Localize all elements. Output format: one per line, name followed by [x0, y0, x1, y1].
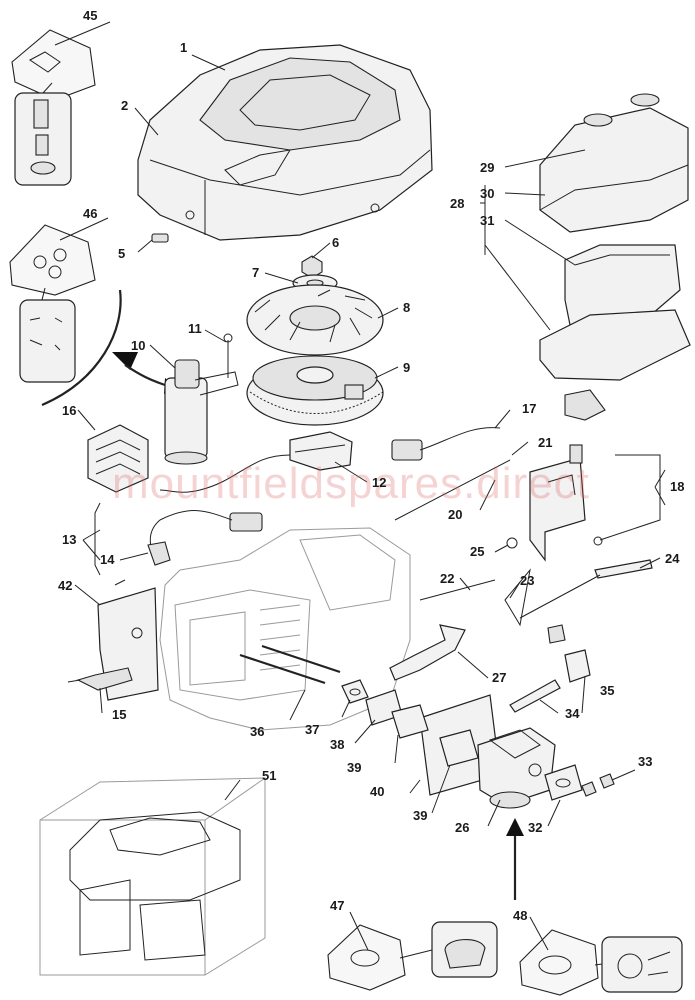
callout-6: 6 [332, 235, 339, 250]
callout-10: 10 [131, 338, 145, 353]
callout-45: 45 [83, 8, 97, 23]
complete-engine-box [39, 777, 266, 976]
direction-arrow-up [506, 818, 524, 900]
callout-31: 31 [480, 213, 494, 228]
kit-47 [327, 921, 498, 991]
flywheel-fan [246, 284, 384, 356]
callout-12: 12 [372, 475, 386, 490]
fuel-filter-hose [509, 624, 591, 713]
callout-47: 47 [330, 898, 344, 913]
kit-45 [11, 29, 96, 186]
callout-40: 40 [370, 784, 384, 799]
kit-48 [519, 929, 683, 996]
watermark-text: mountfieldspares.direct [112, 459, 590, 508]
callout-17: 17 [522, 401, 536, 416]
callout-29: 29 [480, 160, 494, 175]
callout-20: 20 [448, 507, 462, 522]
callout-5: 5 [118, 246, 125, 261]
callout-37: 37 [305, 722, 319, 737]
callout-48: 48 [513, 908, 527, 923]
callout-23: 23 [520, 573, 534, 588]
callout-16: 16 [62, 403, 76, 418]
callout-38: 38 [330, 737, 344, 752]
carb-gasket-nuts [544, 764, 615, 801]
callout-35: 35 [600, 683, 614, 698]
bracket-spark-plug [67, 579, 159, 701]
ignition-coil [159, 431, 353, 493]
callout-34: 34 [565, 706, 580, 721]
flywheel [246, 355, 384, 426]
callout-15: 15 [112, 707, 126, 722]
leader-lines [54, 21, 666, 951]
callout-26: 26 [455, 820, 469, 835]
callout-14: 14 [100, 552, 115, 567]
callout-36: 36 [250, 724, 264, 739]
callout-33: 33 [638, 754, 652, 769]
studs [239, 644, 341, 685]
screw-5 [137, 233, 169, 253]
callout-9: 9 [403, 360, 410, 375]
air-filter-assembly [539, 93, 691, 421]
control-bracket [506, 444, 603, 562]
callout-39-lower: 39 [413, 808, 427, 823]
callout-11: 11 [188, 321, 202, 336]
callout-51: 51 [262, 768, 276, 783]
callout-13: 13 [62, 532, 76, 547]
kit-46 [9, 224, 96, 383]
callout-25: 25 [470, 544, 484, 559]
callout-2: 2 [121, 98, 128, 113]
callout-labels: 1 2 5 6 7 8 9 10 11 12 13 14 15 16 17 18… [58, 8, 684, 923]
callout-39-upper: 39 [347, 760, 361, 775]
callout-30: 30 [480, 186, 494, 201]
throttle-wiring [391, 427, 531, 627]
callout-42: 42 [58, 578, 72, 593]
callout-8: 8 [403, 300, 410, 315]
callout-28: 28 [450, 196, 464, 211]
breather-hose [389, 624, 466, 681]
callout-46: 46 [83, 206, 97, 221]
callout-32: 32 [528, 820, 542, 835]
callout-22: 22 [440, 571, 454, 586]
rectifier-16 [87, 424, 149, 493]
starter-motor [164, 333, 239, 465]
ignition-lead [147, 510, 263, 566]
callout-7: 7 [252, 265, 259, 280]
callout-21: 21 [538, 435, 552, 450]
callout-18: 18 [670, 479, 684, 494]
callout-27: 27 [492, 670, 506, 685]
carburettor [477, 727, 556, 809]
intake-spacer [341, 679, 403, 726]
governor-rod [519, 559, 653, 619]
engine-shroud [137, 44, 433, 241]
callout-1: 1 [180, 40, 187, 55]
callout-24: 24 [665, 551, 680, 566]
